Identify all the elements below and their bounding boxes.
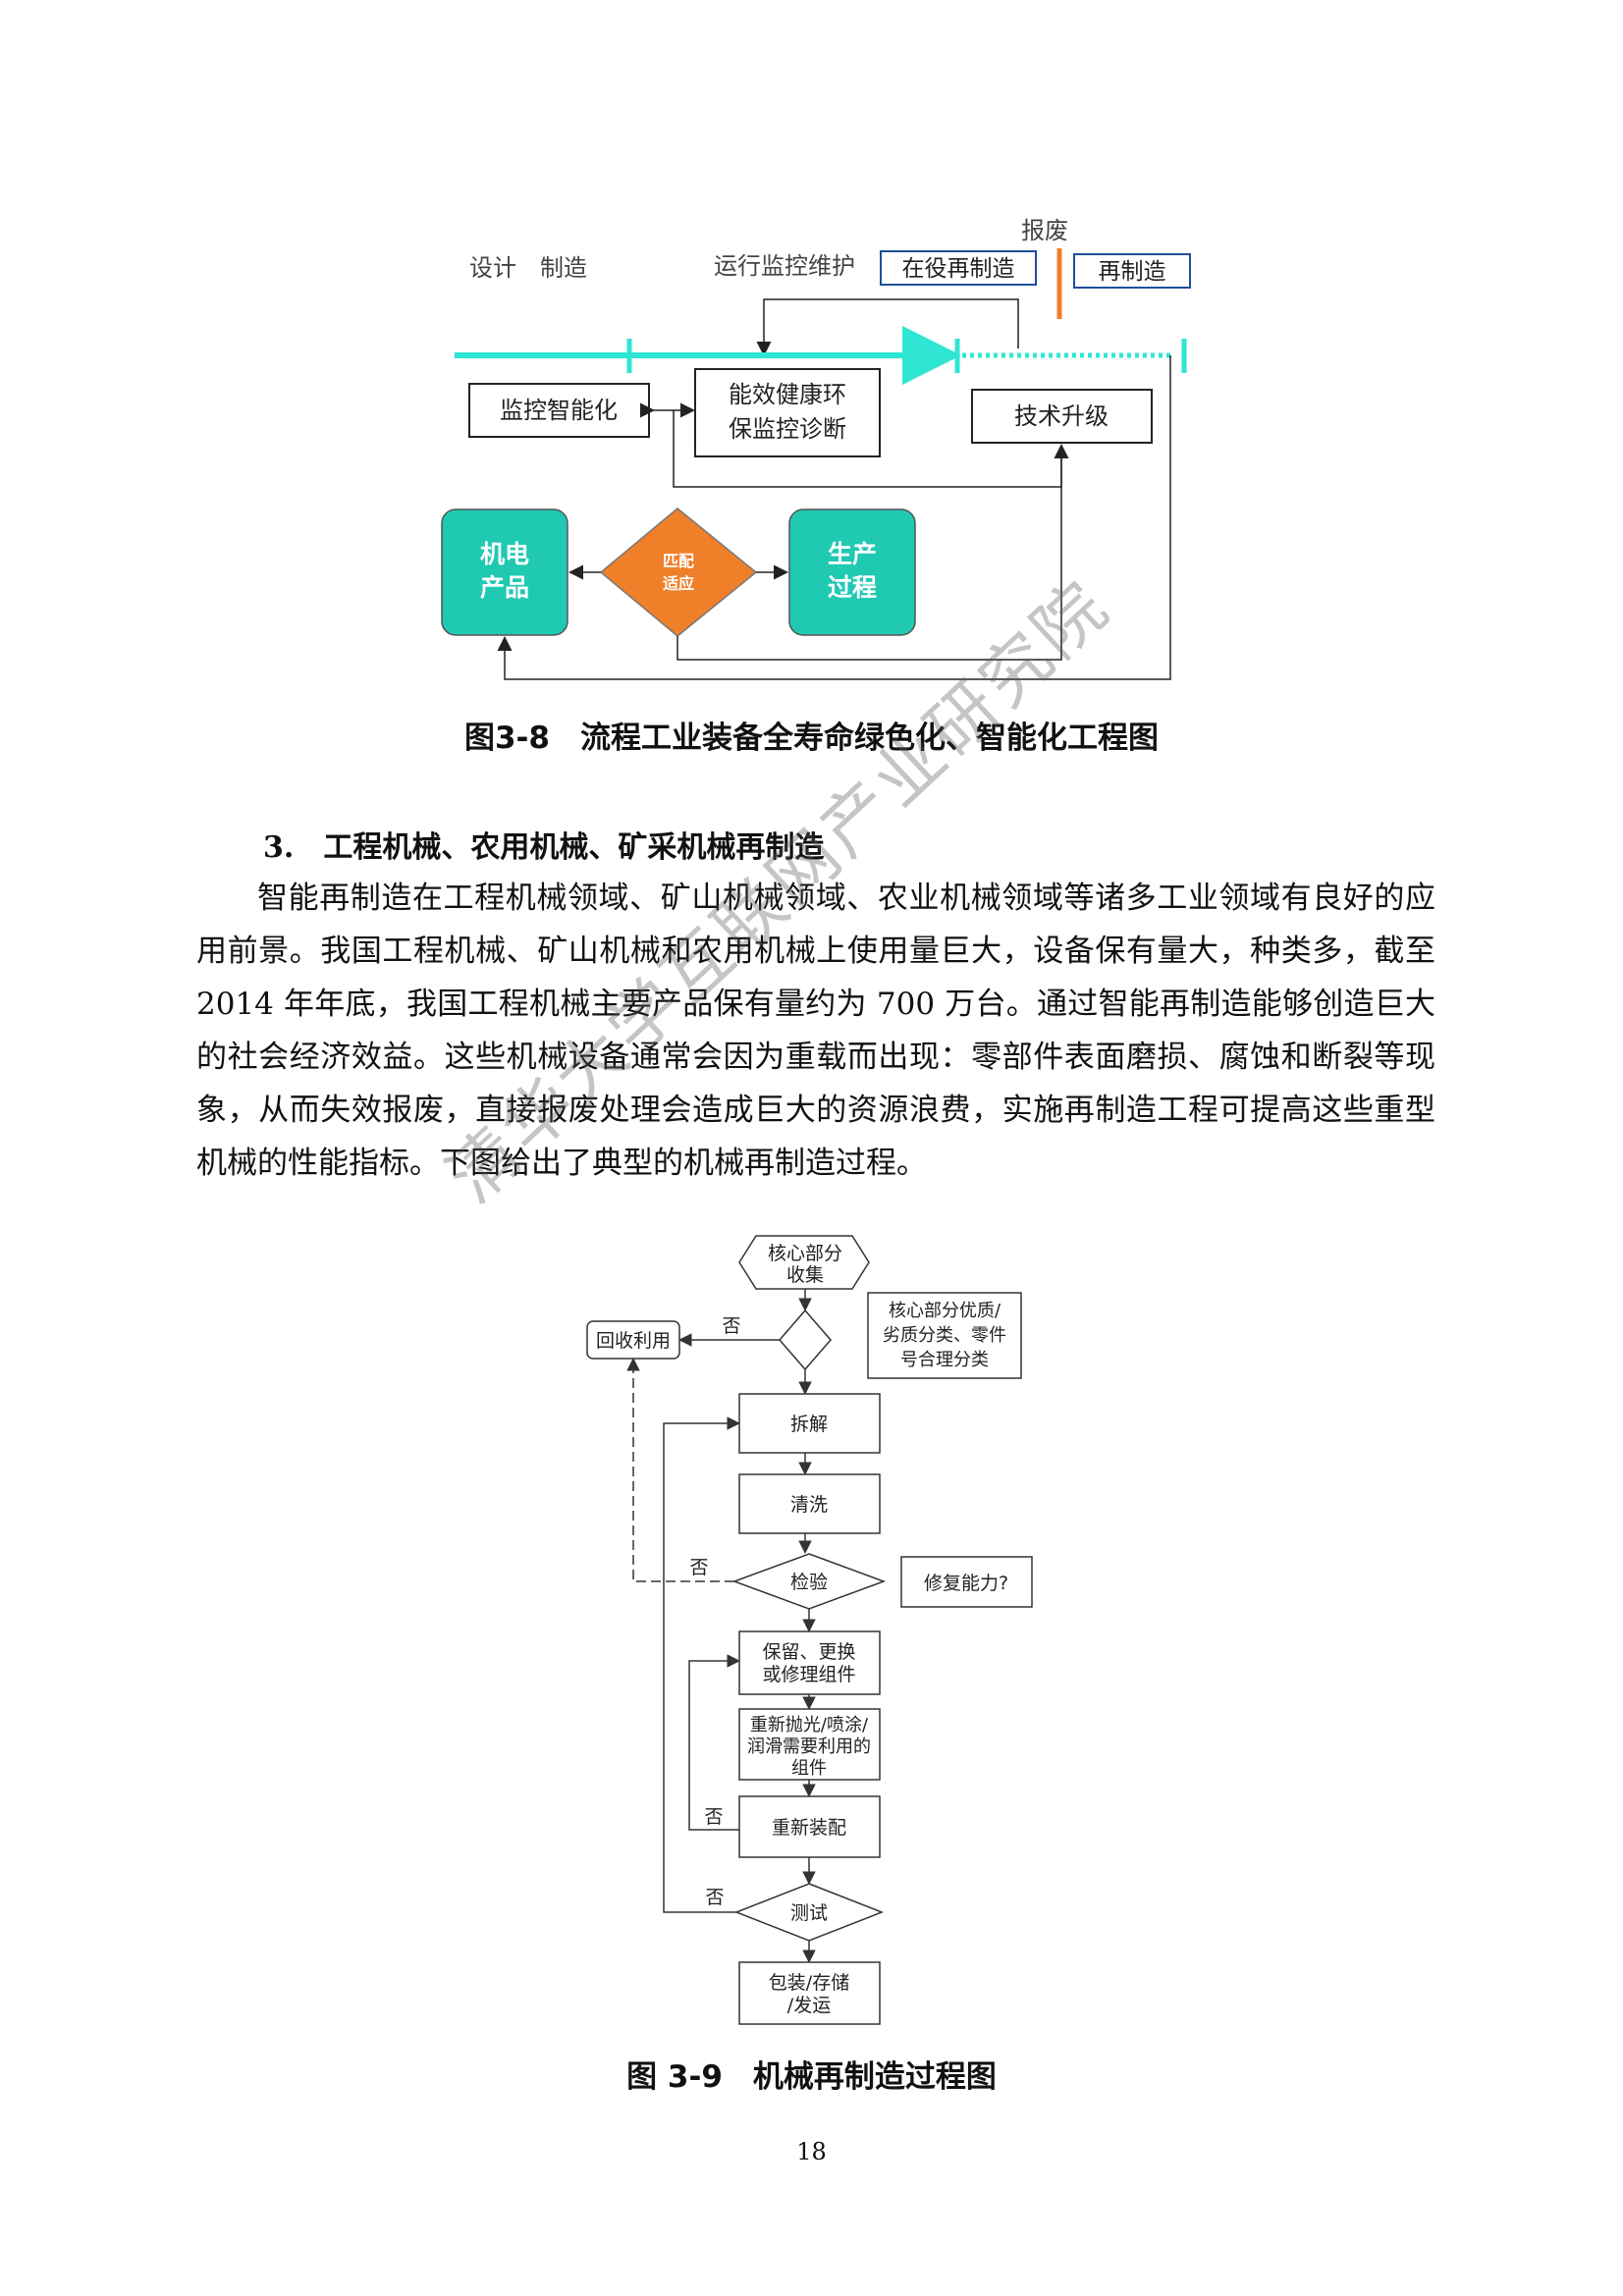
no-label-2: 否 bbox=[689, 1557, 708, 1578]
reman-label: 再制造 bbox=[1099, 259, 1166, 285]
edge-test-disassemble bbox=[663, 1416, 740, 1913]
test-label: 测试 bbox=[790, 1902, 828, 1924]
match-line1: 匹配 bbox=[663, 552, 694, 570]
in-service-reman-box bbox=[880, 250, 1037, 286]
clean-label: 清洗 bbox=[790, 1494, 828, 1516]
health-monitor-line1: 能效健康环 bbox=[729, 381, 846, 408]
production-line1: 生产 bbox=[828, 540, 877, 568]
figure-lifecycle-diagram: 设计 制造 运行监控维护 在役再制造 报废 再制造 监控智能化 能效健康环 保监… bbox=[441, 217, 1191, 680]
mech-product-line1: 机电 bbox=[480, 540, 529, 568]
keep-line1: 保留、更换 bbox=[762, 1641, 855, 1663]
label-design: 设计 bbox=[469, 254, 516, 282]
polish-line3: 组件 bbox=[791, 1758, 827, 1779]
disassemble-box bbox=[738, 1393, 881, 1454]
reassemble-label: 重新装配 bbox=[772, 1817, 846, 1839]
health-monitor-box bbox=[694, 368, 881, 457]
label-manufacture: 制造 bbox=[540, 254, 587, 282]
polish-line2: 润滑需要利用的 bbox=[747, 1736, 871, 1757]
mech-product-line2: 产品 bbox=[480, 573, 529, 602]
label-scrap: 报废 bbox=[1021, 217, 1068, 244]
polish-line1: 重新抛光/喷涂/ bbox=[750, 1715, 869, 1735]
repair-question-box bbox=[900, 1556, 1033, 1608]
mech-product-box bbox=[441, 508, 568, 636]
quality-note-box bbox=[867, 1292, 1022, 1379]
keep-line2: 或修理组件 bbox=[762, 1664, 855, 1685]
note-line1: 核心部分优质/ bbox=[889, 1301, 1001, 1321]
quality-decision bbox=[779, 1308, 832, 1371]
section-paragraph: 智能再制造在工程机械领域、矿山机械领域、农业机械领域等诸多工业领域有良好的应用前… bbox=[196, 881, 1435, 1181]
section-heading: 3. 工程机械、农用机械、矿采机械再制造 bbox=[263, 830, 825, 865]
production-line2: 过程 bbox=[828, 573, 877, 602]
pack-box bbox=[738, 1961, 881, 2025]
collect-node bbox=[738, 1235, 870, 1290]
in-service-reman-label: 在役再制造 bbox=[902, 256, 1015, 282]
diamond-to-upgrade-line bbox=[676, 447, 1062, 661]
repair-question-label: 修复能力? bbox=[924, 1573, 1008, 1594]
no-label-1: 否 bbox=[722, 1315, 740, 1337]
polish-box bbox=[738, 1708, 881, 1781]
production-process-box bbox=[788, 508, 916, 636]
page-number: 18 bbox=[796, 2138, 827, 2165]
no-label-3: 否 bbox=[704, 1806, 723, 1828]
figure-reman-flowchart: 核心部分 收集 回收利用 否 核心部分优质/ 劣质分类、零件 号合理分类 拆解 … bbox=[586, 1235, 1033, 2025]
reman-box bbox=[1073, 253, 1191, 289]
disassemble-label: 拆解 bbox=[790, 1414, 828, 1435]
recycle-label: 回收利用 bbox=[596, 1330, 671, 1352]
match-diamond bbox=[599, 507, 758, 637]
health-monitor-line2: 保监控诊断 bbox=[729, 415, 846, 443]
edge-inspect-recycle bbox=[626, 1358, 734, 1582]
inspect-label: 检验 bbox=[790, 1572, 828, 1593]
collect-line1: 核心部分 bbox=[768, 1243, 842, 1264]
pack-line1: 包装/存储 bbox=[769, 1972, 849, 1994]
note-line3: 号合理分类 bbox=[900, 1350, 989, 1370]
collect-line2: 收集 bbox=[786, 1264, 824, 1286]
pack-line2: /发运 bbox=[787, 1995, 831, 2016]
tech-upgrade-label: 技术升级 bbox=[1014, 402, 1109, 430]
clean-box bbox=[738, 1473, 881, 1534]
match-line2: 适应 bbox=[663, 574, 694, 593]
no-label-4: 否 bbox=[705, 1887, 724, 1908]
reman-to-mech-line bbox=[497, 355, 1171, 680]
note-line2: 劣质分类、零件 bbox=[883, 1325, 1006, 1346]
figure-3-9-caption: 图 3-9 机械再制造过程图 bbox=[626, 2059, 997, 2095]
edge-reassemble-keep bbox=[688, 1654, 740, 1831]
figure-3-8-caption: 图3-8 流程工业装备全寿命绿色化、智能化工程图 bbox=[463, 721, 1159, 756]
label-operation: 运行监控维护 bbox=[714, 252, 855, 280]
operation-loop-line bbox=[756, 298, 1019, 356]
section-body: 智能再制造在工程机械领域、矿山机械领域、农业机械领域等诸多工业领域有良好的应用前… bbox=[196, 872, 1435, 1190]
reassemble-box bbox=[738, 1795, 881, 1858]
monitor-smart-label: 监控智能化 bbox=[500, 397, 618, 424]
tech-upgrade-box bbox=[971, 389, 1153, 444]
